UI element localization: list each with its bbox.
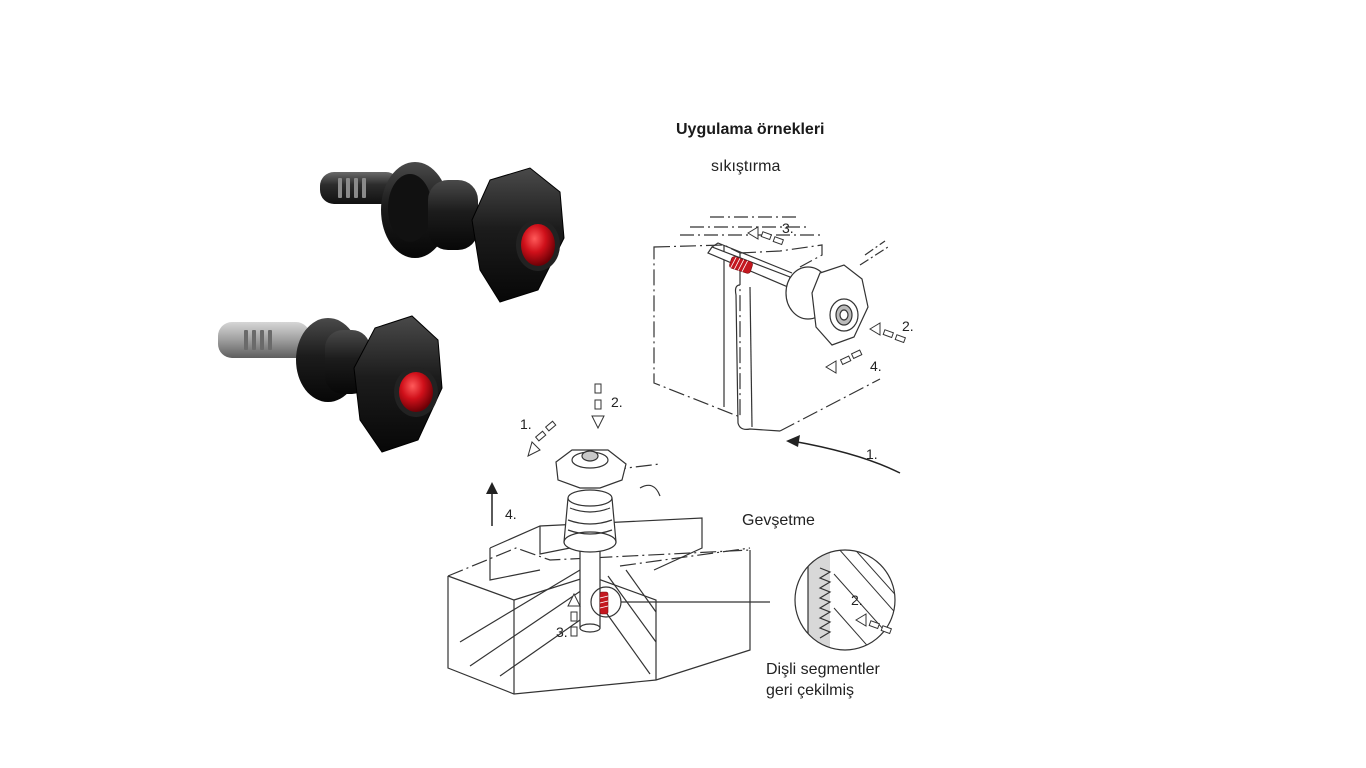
- releasing-caption: Gevşetme: [742, 512, 815, 529]
- product-photos: [218, 162, 565, 453]
- clamping-step-4: 4.: [870, 358, 882, 374]
- releasing-step-3: 3.: [556, 624, 568, 640]
- detail-zoom: [794, 549, 896, 651]
- releasing-step-2: 2.: [611, 394, 623, 410]
- product-steel-pin: [218, 315, 443, 453]
- detail-caption-line2: geri çekilmiş: [766, 682, 855, 699]
- clamping-diagram: [653, 216, 907, 474]
- detail-caption-line1: Dişli segmentler: [766, 661, 880, 678]
- clamping-caption: sıkıştırma: [711, 158, 781, 175]
- section-heading: Uygulama örnekleri: [676, 121, 825, 138]
- releasing-step-1: 1.: [520, 416, 532, 432]
- releasing-step-4: 4.: [505, 506, 517, 522]
- detail-step-2: 2.: [851, 592, 863, 608]
- clamping-step-1: 1.: [866, 446, 878, 462]
- clamping-step-2: 2.: [902, 318, 914, 334]
- product-black-pin: [320, 162, 565, 303]
- releasing-diagram: [447, 383, 770, 695]
- clamping-step-3: 3.: [782, 220, 794, 236]
